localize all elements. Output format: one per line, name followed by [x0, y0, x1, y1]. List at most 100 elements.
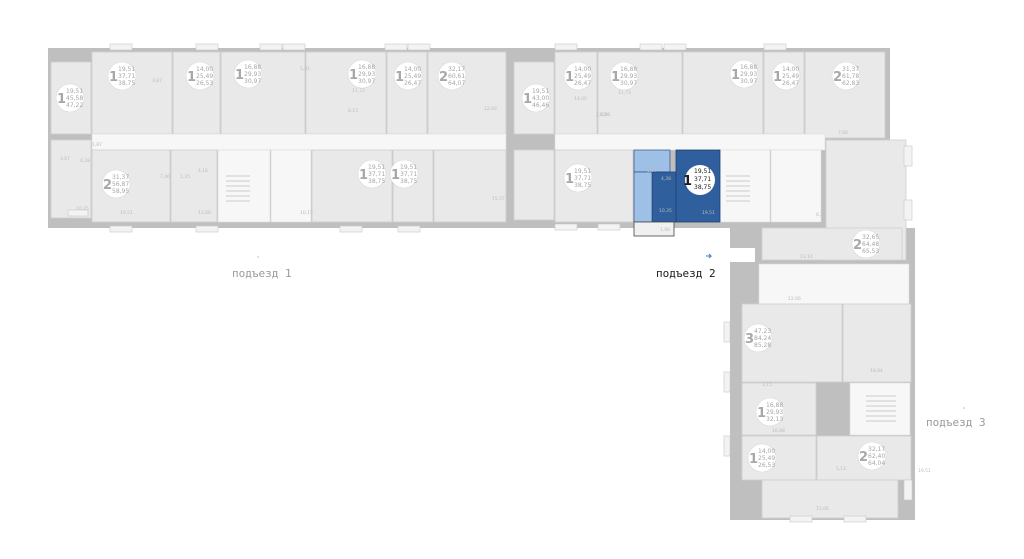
apartment-rooms-count: 1 [611, 70, 620, 85]
entrance-label-3[interactable]: подъезд 3 [926, 416, 986, 429]
apartment-rooms-count: 1 [235, 68, 244, 83]
apartment-rooms-count: 1 [187, 70, 196, 85]
stairs-icon [726, 175, 750, 202]
corridor [91, 133, 507, 151]
apartment-area-b: 29,93 [620, 73, 637, 80]
room-area-label: 7,40 [160, 174, 170, 180]
selected-room-label: 4,38 [661, 176, 671, 182]
apartment-area-b: 37,71 [368, 171, 385, 178]
room-area-label: 14,00 [574, 96, 587, 102]
apartment-area-a: 47,23 [754, 328, 771, 335]
stairs-icon [226, 175, 250, 202]
apartment-block[interactable] [842, 303, 912, 383]
apartment-area-b: 61,78 [842, 73, 859, 80]
apartment-area-c: 64,04 [868, 460, 885, 467]
room-area-label: 1,87 [92, 142, 102, 148]
room-area-label: 2,57 [596, 112, 606, 118]
apartment-rooms-count: 1 [565, 172, 574, 187]
apartment-area-a: 14,00 [758, 448, 775, 455]
apartment-area-a: 32,17 [448, 66, 465, 73]
apartment-area-c: 30,97 [740, 78, 757, 85]
room-area-label: 13,14 [800, 254, 813, 260]
apartment-rooms-count: 2 [439, 70, 448, 85]
entrance-label-1[interactable]: подъезд 1 [232, 267, 292, 280]
room-area-label: 7,60 [838, 130, 848, 136]
apartment-area-c: 38,75 [118, 80, 135, 87]
apartment-rooms-count: 1 [391, 168, 400, 183]
apartment-block[interactable] [513, 149, 555, 221]
selected-area-c: 38,75 [694, 184, 711, 191]
selected-room-label: 19,51 [702, 210, 715, 216]
apartment-block[interactable] [597, 51, 683, 135]
apartment-block[interactable] [311, 149, 393, 223]
room-area-label: 3,15 [762, 382, 772, 388]
room-area-label: 19,51 [120, 210, 133, 216]
apartment-block[interactable] [427, 51, 507, 141]
apartment-area-b: 45,58 [66, 95, 83, 102]
apartment-area-c: 85,28 [754, 342, 771, 349]
room-area-label: 11,66 [198, 210, 211, 216]
apartment-area-c: 30,97 [620, 80, 637, 87]
corridor [554, 133, 826, 151]
apartment-area-a: 14,00 [782, 66, 799, 73]
room-area-label: 5,12 [836, 466, 846, 472]
apartment-rooms-count: 1 [523, 92, 532, 107]
apartment-area-b: 29,93 [244, 71, 261, 78]
selected-room-label: 1,88 [660, 227, 670, 233]
elevator-hall [770, 149, 822, 223]
apartment-rooms-count: 2 [853, 238, 862, 253]
elevator-hall [270, 149, 312, 223]
room-area-label: 4,16 [198, 168, 208, 174]
apartment-block[interactable] [50, 139, 92, 219]
apartment-block[interactable] [433, 149, 507, 223]
apartment-area-a: 31,37 [842, 66, 859, 73]
apartment-area-a: 19,51 [66, 88, 83, 95]
apartment-area-b: 60,61 [448, 73, 465, 80]
room-area-label: 4,93 [600, 112, 610, 118]
apartment-area-c: 30,97 [244, 78, 261, 85]
stairs-icon [866, 395, 896, 422]
room-area-label: 10,35 [76, 206, 89, 212]
selected-area-b: 37,71 [694, 176, 711, 183]
apartment-block[interactable] [170, 149, 218, 223]
apartment-block[interactable] [761, 227, 903, 261]
entrance-label-2[interactable]: подъезд 2 [656, 267, 716, 280]
apartment-block[interactable] [91, 51, 173, 135]
apartment-area-a: 31,37 [112, 174, 129, 181]
apartment-block[interactable] [220, 51, 306, 135]
stairwell [849, 382, 911, 436]
apartment-rooms-count: 1 [565, 70, 574, 85]
apartment-area-a: 16,88 [244, 64, 261, 71]
corridor [758, 263, 910, 305]
apartment-area-c: 38,75 [368, 178, 385, 185]
selected-apartment[interactable]: 1 19,51 37,71 38,75 3,67 4,38 10,35 19,5… [633, 149, 721, 237]
apartment-block[interactable] [761, 479, 899, 519]
apartment-area-b: 29,93 [766, 409, 783, 416]
apartment-area-a: 16,88 [358, 64, 375, 71]
